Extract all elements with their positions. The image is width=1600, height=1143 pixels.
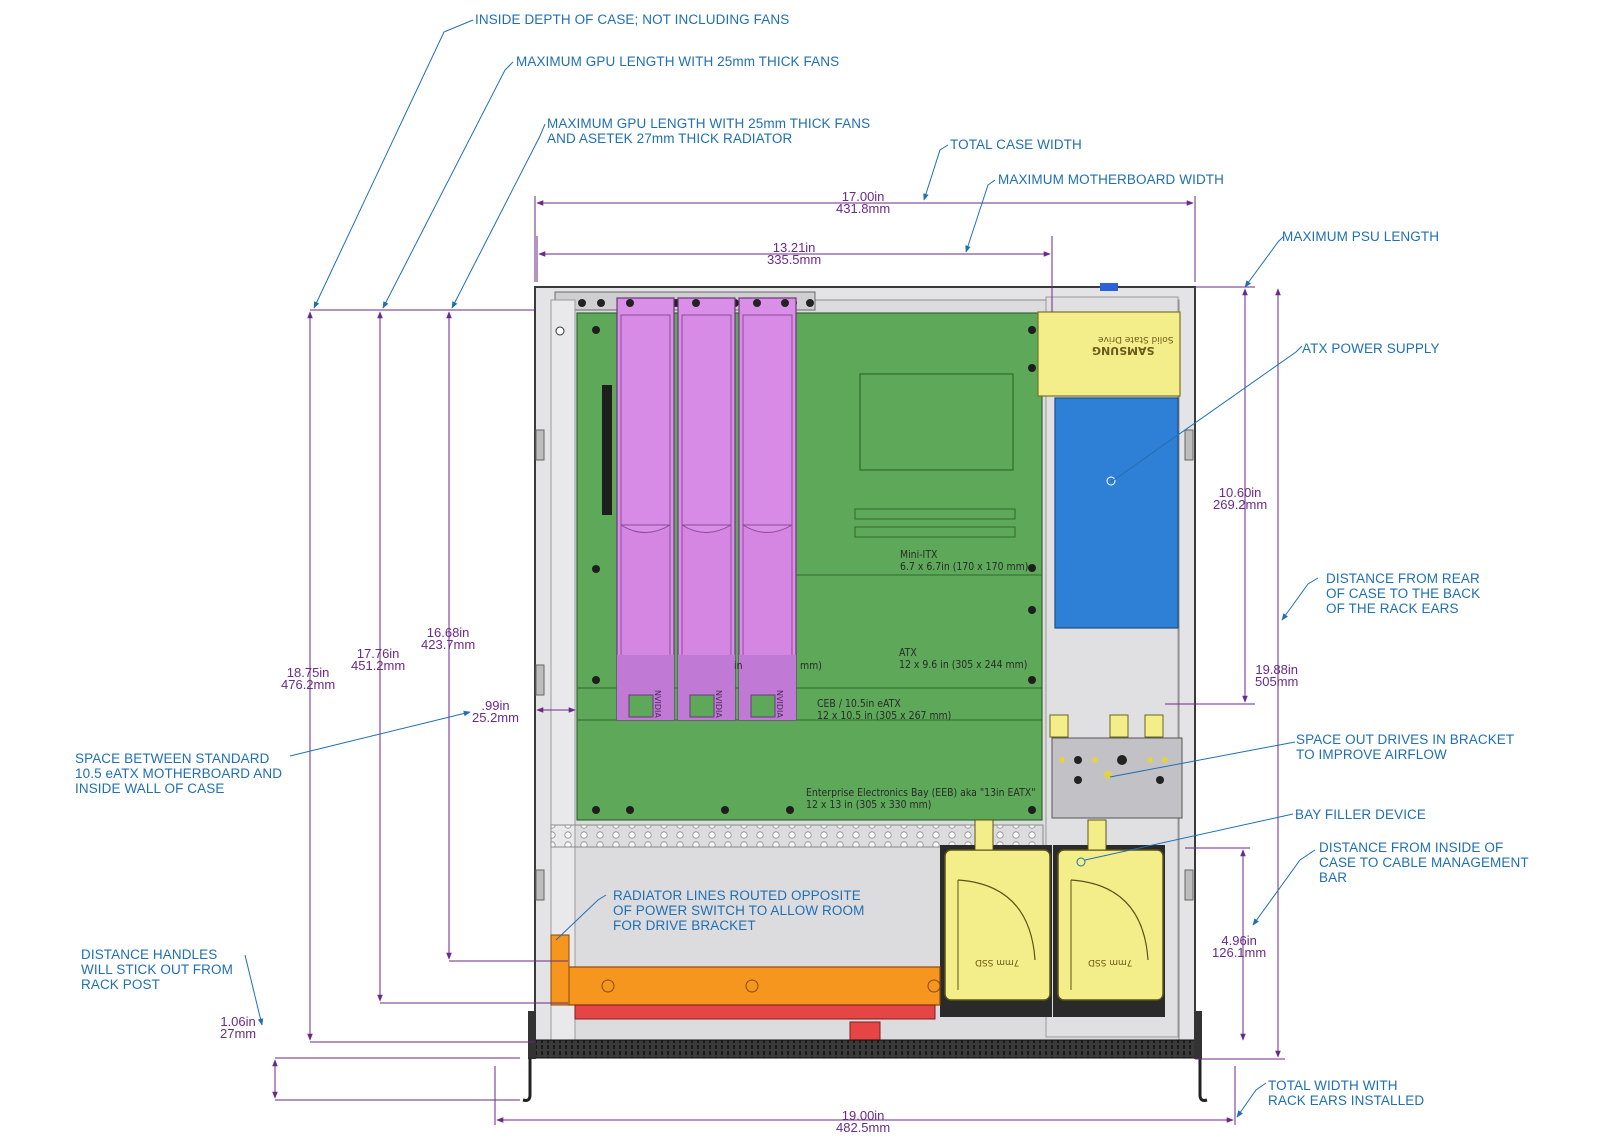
note-space-between-1: SPACE BETWEEN STANDARD — [75, 751, 270, 766]
label-fragment-mm: mm) — [800, 659, 822, 672]
note-max-gpu-rad-line2: AND ASETEK 27mm THICK RADIATOR — [547, 131, 793, 146]
note-bay-filler: BAY FILLER DEVICE — [1295, 807, 1426, 822]
note-inside-depth: INSIDE DEPTH OF CASE; NOT INCLUDING FANS — [475, 12, 790, 27]
ssd-drives — [940, 819, 1165, 1017]
svg-text:NVIDIA: NVIDIA — [653, 690, 662, 718]
drive-1-label: 7mm SSD — [975, 957, 1020, 967]
svg-text:NVIDIA: NVIDIA — [714, 690, 723, 718]
note-handles-1: DISTANCE HANDLES — [81, 947, 218, 962]
note-radiator-2: OF POWER SWITCH TO ALLOW ROOM — [613, 903, 865, 918]
note-space-between-3: INSIDE WALL OF CASE — [75, 781, 225, 796]
note-cable-bar-2: CASE TO CABLE MANAGEMENT — [1319, 855, 1529, 870]
drive-bracket — [1049, 714, 1183, 819]
gpu-card-3: NVIDIA — [738, 297, 797, 721]
note-max-gpu-rad-line1: MAXIMUM GPU LENGTH WITH 25mm THICK FANS — [547, 116, 871, 131]
note-radiator-3: FOR DRIVE BRACKET — [613, 918, 756, 933]
note-cable-bar-1: DISTANCE FROM INSIDE OF — [1319, 840, 1504, 855]
note-handles-3: RACK POST — [81, 977, 160, 992]
note-space-drives-1: SPACE OUT DRIVES IN BRACKET — [1296, 732, 1515, 747]
gpu-stack: NVIDIA NVIDIA NVIDIA — [616, 297, 797, 721]
note-cable-bar-3: BAR — [1319, 870, 1348, 885]
note-handles-2: WILL STICK OUT FROM — [81, 962, 233, 977]
note-rear-distance-2: OF CASE TO THE BACK — [1326, 586, 1481, 601]
label-eeb: Enterprise Electronics Bay (EEB) aka "13… — [806, 786, 1036, 811]
note-space-drives-2: TO IMPROVE AIRFLOW — [1296, 747, 1447, 762]
vent-strip — [550, 824, 1044, 848]
gpu-card-2: NVIDIA — [677, 297, 736, 721]
note-rear-distance-3: OF THE RACK EARS — [1326, 601, 1459, 616]
ssd-sub-label: Solid State Drive — [1098, 334, 1174, 344]
note-rack-ears-2: RACK EARS INSTALLED — [1268, 1093, 1425, 1108]
note-space-between-2: 10.5 eATX MOTHERBOARD AND — [75, 766, 283, 781]
leader-lines — [244, 19, 1319, 1118]
note-max-gpu-25: MAXIMUM GPU LENGTH WITH 25mm THICK FANS — [516, 54, 840, 69]
note-max-mb-width: MAXIMUM MOTHERBOARD WIDTH — [998, 172, 1224, 187]
note-rack-ears-1: TOTAL WIDTH WITH — [1268, 1078, 1398, 1093]
drive-2-label: 7mm SSD — [1088, 957, 1133, 967]
svg-text:NVIDIA: NVIDIA — [775, 690, 784, 718]
note-max-psu-length: MAXIMUM PSU LENGTH — [1282, 229, 1440, 244]
note-radiator-1: RADIATOR LINES ROUTED OPPOSITE — [613, 888, 861, 903]
front-panel — [522, 1011, 1208, 1102]
radiator — [550, 934, 941, 1043]
ssd-brand-label: SAMSUNG — [1092, 344, 1155, 357]
note-rear-distance-1: DISTANCE FROM REAR — [1326, 571, 1480, 586]
dimension-lines — [272, 196, 1285, 1125]
gpu-card-1: NVIDIA — [616, 297, 675, 721]
note-total-case-width: TOTAL CASE WIDTH — [950, 137, 1082, 152]
label-fragment-in: in — [734, 659, 743, 672]
note-atx-power-supply: ATX POWER SUPPLY — [1302, 341, 1440, 356]
